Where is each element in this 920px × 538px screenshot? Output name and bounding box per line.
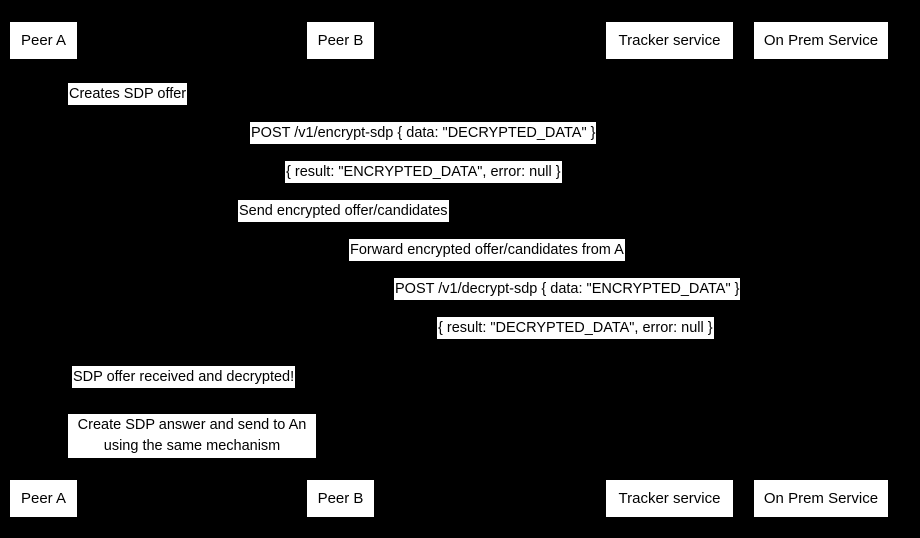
participant-on-prem-service-top[interactable]: On Prem Service — [754, 22, 888, 59]
arrow-create-sdp-answer — [340, 446, 380, 447]
message-label-post-encrypt-sdp: POST /v1/encrypt-sdp { data: "DECRYPTED_… — [250, 122, 597, 144]
lifeline-tracker-service — [669, 58, 670, 474]
participant-label: On Prem Service — [763, 32, 879, 49]
lifeline-peer-b — [340, 58, 341, 474]
lifeline-peer-a — [43, 58, 44, 474]
participant-tracker-service-bottom[interactable]: Tracker service — [606, 480, 733, 517]
participant-label: Peer A — [20, 32, 67, 49]
lifeline-on-prem-service — [821, 58, 822, 474]
arrow-sdp-offer-received — [340, 387, 380, 388]
message-label-create-sdp-answer: Create SDP answer and send to An using t… — [68, 414, 316, 458]
participant-label: On Prem Service — [763, 490, 879, 507]
participant-tracker-service-top[interactable]: Tracker service — [606, 22, 733, 59]
message-label-sdp-offer-received: SDP offer received and decrypted! — [72, 366, 296, 388]
participant-label: Tracker service — [618, 490, 721, 507]
message-label-creates-sdp-offer: Creates SDP offer — [68, 83, 188, 105]
message-label-line-2: using the same mechanism — [103, 438, 281, 454]
message-label-forward-encrypted-offer: Forward encrypted offer/candidates from … — [349, 239, 625, 261]
participant-label: Peer A — [20, 490, 67, 507]
participant-label: Tracker service — [618, 32, 721, 49]
message-label-decrypt-sdp-result: { result: "DECRYPTED_DATA", error: null … — [437, 317, 714, 339]
participant-peer-a-top[interactable]: Peer A — [10, 22, 77, 59]
participant-peer-a-bottom[interactable]: Peer A — [10, 480, 77, 517]
message-label-line-1: Create SDP answer and send to An — [77, 417, 307, 433]
participant-peer-b-bottom[interactable]: Peer B — [307, 480, 374, 517]
participant-peer-b-top[interactable]: Peer B — [307, 22, 374, 59]
message-label-post-decrypt-sdp: POST /v1/decrypt-sdp { data: "ENCRYPTED_… — [394, 278, 741, 300]
arrow-creates-sdp-offer — [43, 104, 83, 105]
participant-on-prem-service-bottom[interactable]: On Prem Service — [754, 480, 888, 517]
message-label-encrypt-sdp-result: { result: "ENCRYPTED_DATA", error: null … — [285, 161, 562, 183]
participant-label: Peer B — [317, 32, 364, 49]
message-label-send-encrypted-offer: Send encrypted offer/candidates — [238, 200, 449, 222]
participant-label: Peer B — [317, 490, 364, 507]
